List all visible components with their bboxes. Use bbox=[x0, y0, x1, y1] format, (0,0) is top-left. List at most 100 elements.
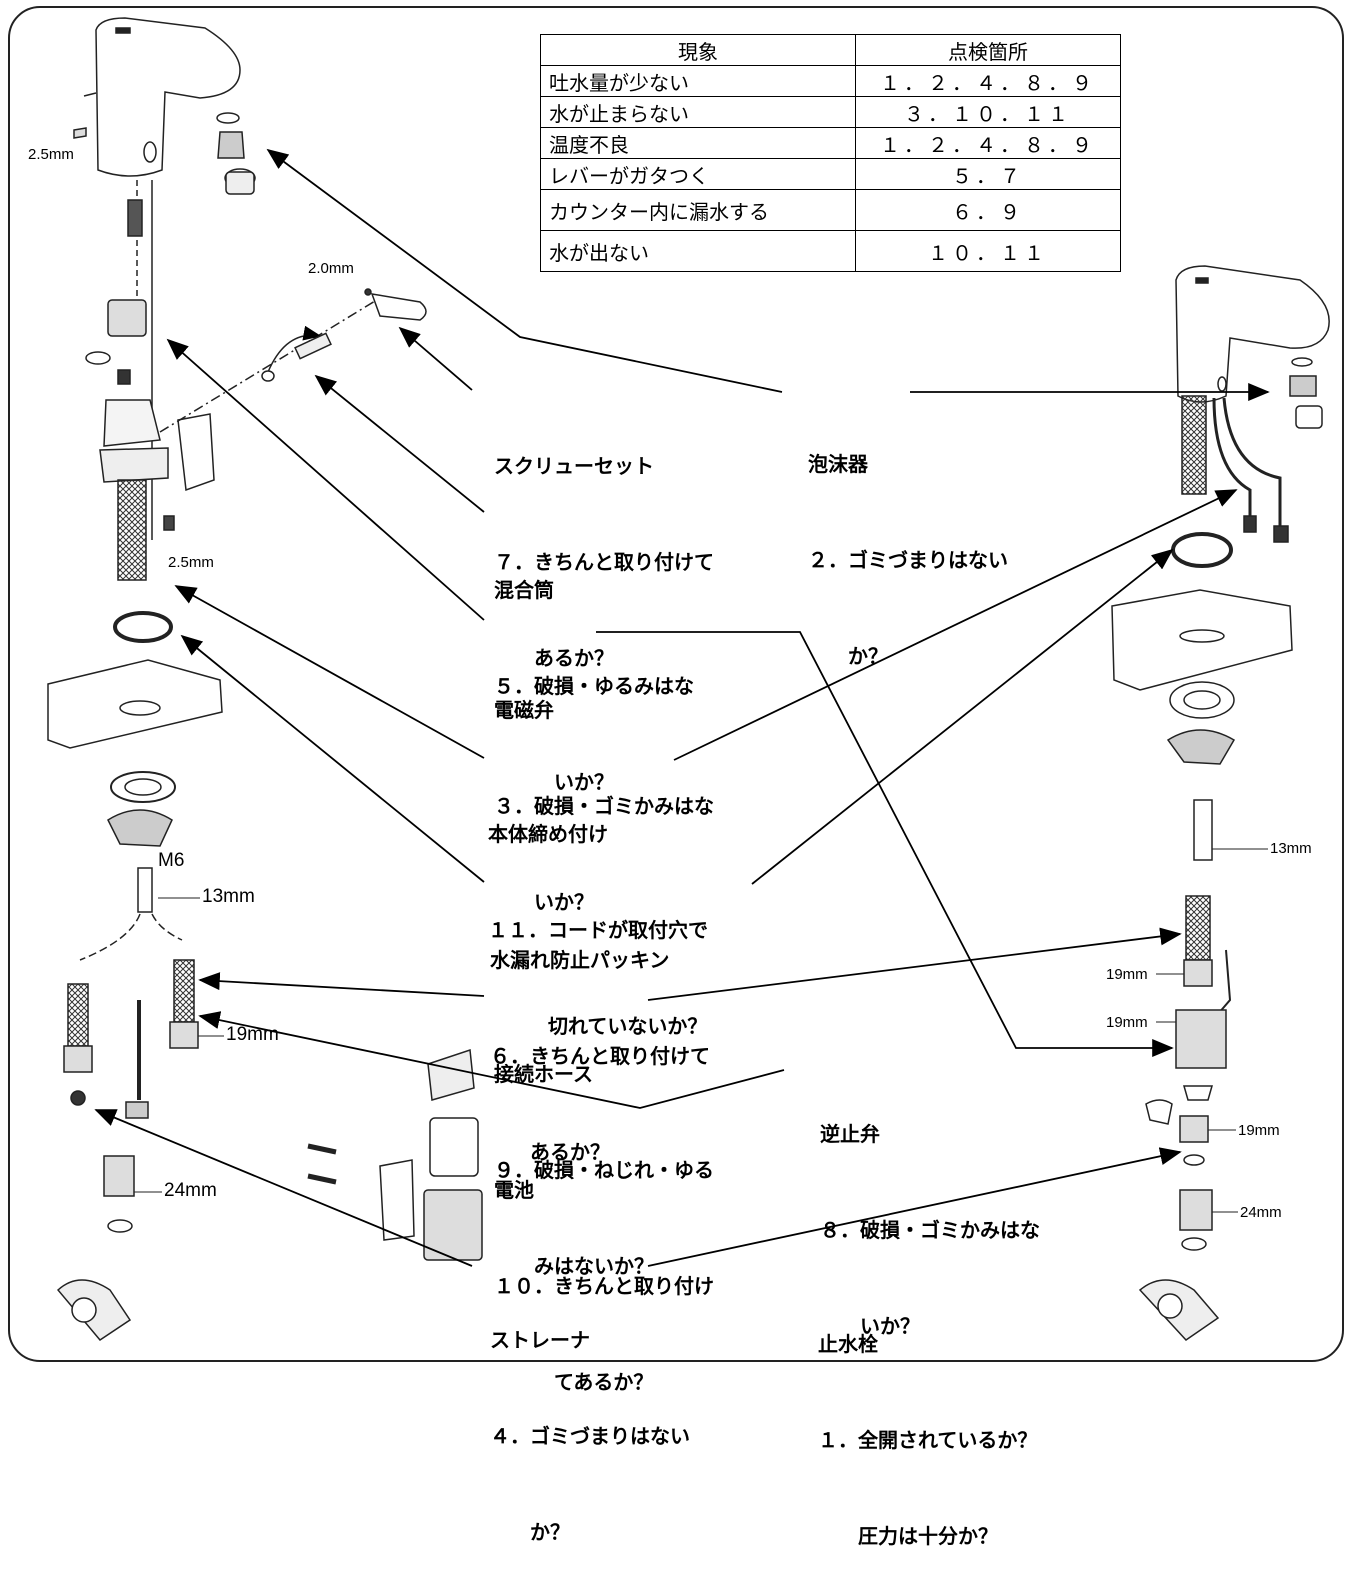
label-check: ６．きちんと取り付けて bbox=[490, 1044, 710, 1068]
leader-body-fix-left bbox=[174, 585, 485, 759]
table-header-symptom: 現象 bbox=[540, 34, 856, 66]
label-screw-set: スクリューセット ７．きちんと取り付けて あるか？ bbox=[494, 386, 714, 706]
label-aerator: 泡沫器 ２．ゴミづまりはない か？ bbox=[808, 384, 1008, 704]
dimension-leaders bbox=[134, 848, 1268, 1213]
leader-solenoid-left bbox=[166, 338, 485, 621]
leader-packing-left bbox=[180, 634, 485, 883]
dimension-label: 13mm bbox=[1270, 840, 1312, 857]
label-check-cont: か？ bbox=[490, 1520, 570, 1544]
label-title: 本体締め付け bbox=[488, 822, 608, 846]
symptom-cell: 温度不良 bbox=[540, 127, 856, 159]
points-cell: １０．１１ bbox=[855, 230, 1121, 272]
leader-packing-right bbox=[751, 548, 1174, 885]
leader-mixing bbox=[314, 374, 485, 513]
label-check-valve: 逆止弁 ８．破損・ゴミかみはな いか？ bbox=[820, 1054, 1040, 1374]
label-title: ストレーナ bbox=[490, 1328, 590, 1352]
dimension-label: M6 bbox=[158, 850, 185, 871]
symptom-cell: 吐水量が少ない bbox=[540, 65, 856, 97]
right-faucet bbox=[1111, 265, 1330, 1341]
label-check: １０．きちんと取り付け bbox=[494, 1274, 714, 1298]
dimension-label: 24mm bbox=[1240, 1204, 1282, 1221]
label-mixing-tube: 混合筒 ５．破損・ゆるみはな いか？ bbox=[494, 510, 694, 830]
label-title: 泡沫器 bbox=[808, 452, 868, 476]
points-cell: ３．１０．１１ bbox=[855, 96, 1121, 128]
symptom-cell: レバーがガタつく bbox=[540, 158, 856, 190]
label-body-fixing: 本体締め付け １１．コードが取付穴で 切れていないか？ bbox=[488, 754, 708, 1074]
dimension-label: 24mm bbox=[164, 1180, 217, 1201]
dimension-label: 19mm bbox=[1238, 1122, 1280, 1139]
label-check-cont: あるか？ bbox=[490, 1140, 610, 1164]
dimension-label: 19mm bbox=[226, 1024, 279, 1045]
leader-check-valve bbox=[198, 1011, 785, 1109]
leader-hose-right bbox=[647, 927, 1182, 1001]
left-faucet-body bbox=[73, 17, 241, 177]
label-check-cont: いか？ bbox=[494, 770, 614, 794]
label-leak-packing: 水漏れ防止パッキン ６．きちんと取り付けて あるか？ bbox=[490, 880, 710, 1200]
label-title: 混合筒 bbox=[494, 578, 554, 602]
dimension-label: 19mm bbox=[1106, 1014, 1148, 1031]
label-connection-hose: 接続ホース ９．破損・ねじれ・ゆる みはないか？ bbox=[494, 994, 714, 1314]
symptom-cell: 水が止まらない bbox=[540, 96, 856, 128]
label-check: ９．破損・ねじれ・ゆる bbox=[494, 1158, 714, 1182]
label-strainer: ストレーナ ４．ゴミづまりはない か？ bbox=[490, 1260, 690, 1580]
dimension-label: 13mm bbox=[202, 886, 255, 907]
label-check: １．全開されているか？ bbox=[818, 1428, 1038, 1452]
label-stop-valve: 止水栓 １．全開されているか？ 圧力は十分か？ bbox=[818, 1264, 1037, 1584]
label-title: 電磁弁 bbox=[494, 698, 554, 722]
label-check: ４．ゴミづまりはない bbox=[490, 1424, 690, 1448]
faucet-exploded-view bbox=[47, 17, 1330, 1341]
label-title: 接続ホース bbox=[494, 1062, 593, 1086]
label-check: ２．ゴミづまりはない bbox=[808, 548, 1008, 572]
leader-aerator-left bbox=[266, 148, 783, 393]
points-cell: １．２．４．８．９ bbox=[855, 127, 1121, 159]
label-check: ３．破損・ゴミかみはな bbox=[494, 794, 714, 818]
label-title: 止水栓 bbox=[818, 1332, 878, 1356]
label-title: 水漏れ防止パッキン bbox=[490, 948, 670, 972]
label-title: 逆止弁 bbox=[820, 1122, 880, 1146]
label-check-cont: あるか？ bbox=[494, 646, 614, 670]
left-internal-parts bbox=[85, 180, 215, 581]
label-check-cont: みはないか？ bbox=[494, 1254, 654, 1278]
label-solenoid-valve: 電磁弁 ３．破損・ゴミかみはな いか？ bbox=[494, 630, 714, 950]
leader-screw-set bbox=[398, 326, 473, 391]
dimension-label: 2.0mm bbox=[308, 260, 354, 277]
symptom-cell: カウンター内に漏水する bbox=[540, 189, 856, 231]
label-check-cont: 切れていないか？ bbox=[488, 1014, 708, 1038]
leader-strainer-left bbox=[94, 1109, 473, 1267]
left-aerator-parts bbox=[216, 112, 256, 195]
points-cell: ６．９ bbox=[855, 189, 1121, 231]
label-check: ７．きちんと取り付けて bbox=[494, 550, 714, 574]
label-title: スクリューセット bbox=[494, 454, 654, 478]
leader-hose-left bbox=[198, 972, 485, 997]
left-hose-parts bbox=[56, 913, 199, 1341]
symptom-cell: 水が出ない bbox=[540, 230, 856, 272]
leader-body-fix-right bbox=[673, 489, 1238, 761]
label-check-cont: 圧力は十分か？ bbox=[818, 1524, 998, 1548]
points-cell: １．２．４．８．９ bbox=[855, 65, 1121, 97]
label-check: ５．破損・ゆるみはな bbox=[494, 674, 694, 698]
points-cell: ５．７ bbox=[855, 158, 1121, 190]
leader-solenoid-right bbox=[596, 631, 1174, 1057]
left-lever-parts bbox=[159, 288, 427, 433]
label-title: 電池 bbox=[494, 1178, 534, 1202]
label-check-cont: いか？ bbox=[494, 890, 594, 914]
leader-strainer-right bbox=[647, 1147, 1182, 1267]
battery-parts bbox=[307, 1048, 483, 1261]
callout-lines bbox=[94, 148, 1270, 1267]
label-check: ８．破損・ゴミかみはな bbox=[820, 1218, 1040, 1242]
label-check: １１．コードが取付穴で bbox=[488, 918, 708, 942]
label-check-cont: か？ bbox=[808, 644, 888, 668]
left-counter-parts bbox=[47, 611, 223, 913]
table-header-points: 点検箇所 bbox=[855, 34, 1121, 66]
dimension-label: 2.5mm bbox=[168, 554, 214, 571]
label-check-cont: いか？ bbox=[820, 1314, 920, 1338]
dimension-label: 19mm bbox=[1106, 966, 1148, 983]
dimension-label: 2.5mm bbox=[28, 146, 74, 163]
